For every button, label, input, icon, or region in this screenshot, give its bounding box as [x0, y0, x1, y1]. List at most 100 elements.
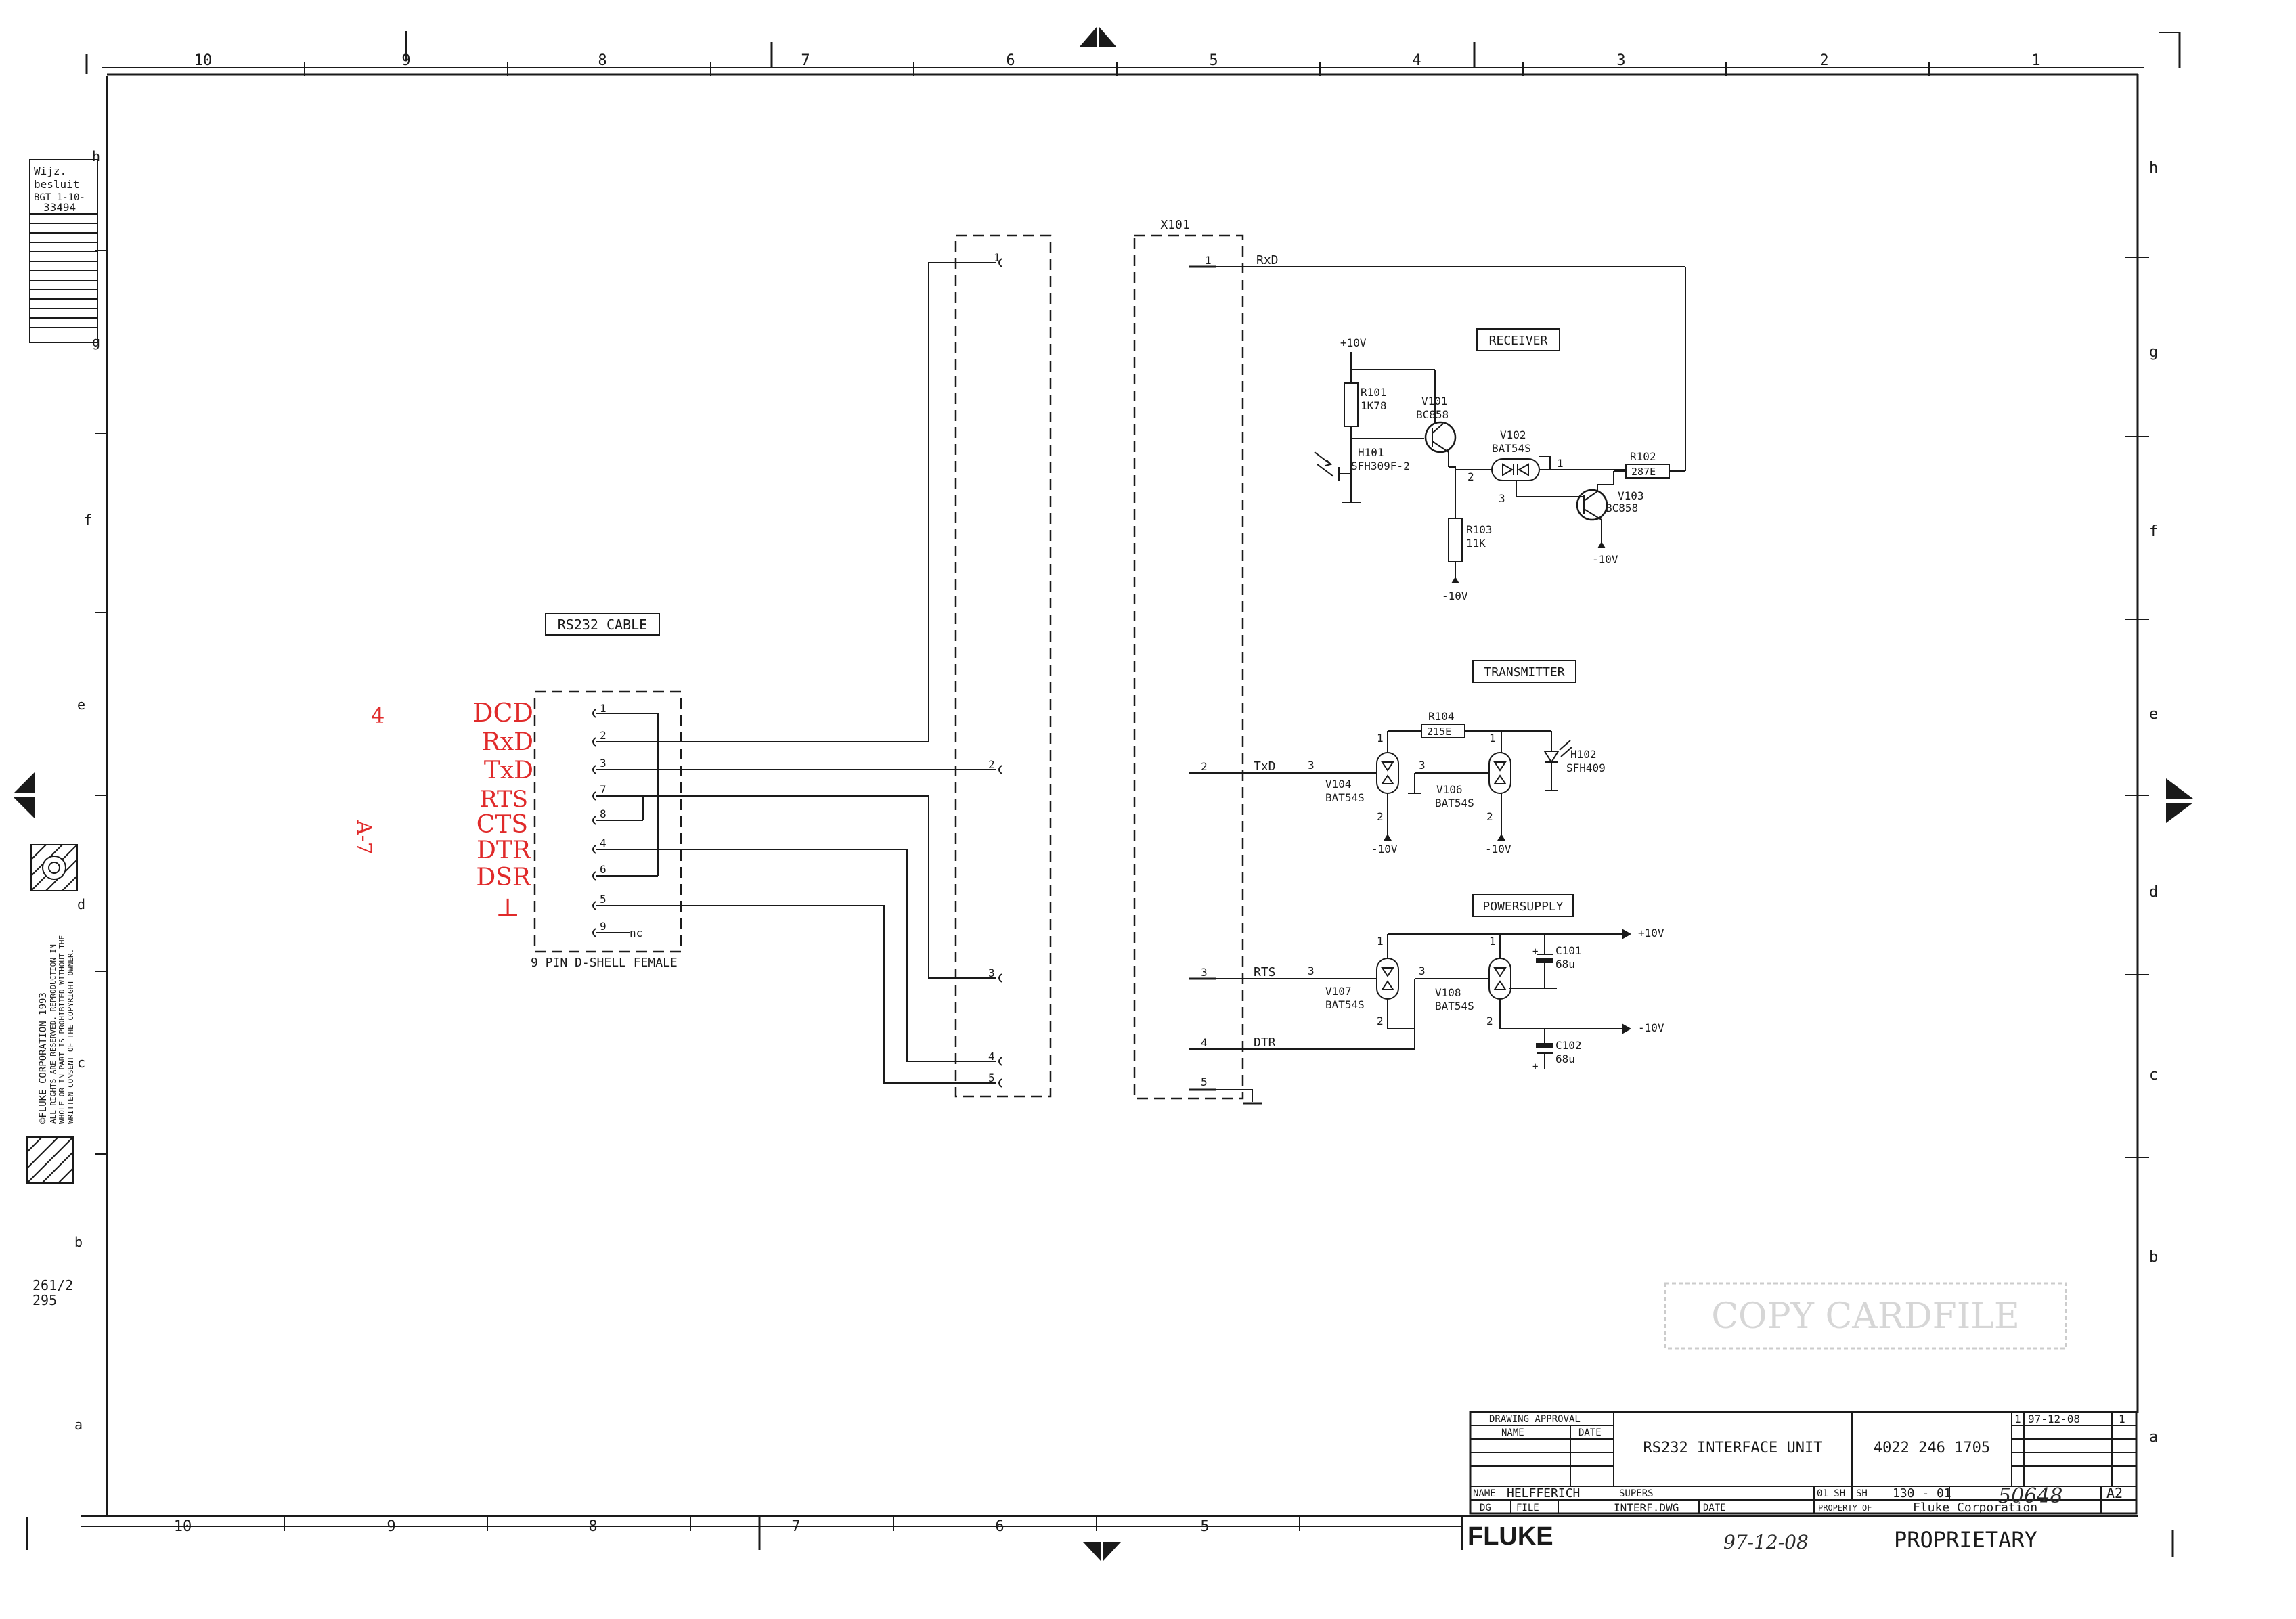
row-label-right: h	[2149, 160, 2158, 177]
part-value: SFH309F-2	[1351, 460, 1410, 472]
title-block-label: PROPERTY OF	[1818, 1503, 1872, 1513]
pin-number: 4	[600, 837, 606, 849]
row-label-right: d	[2149, 884, 2158, 901]
part-ref: H102	[1570, 748, 1597, 761]
revision-text: BGT 1-10-	[34, 192, 85, 203]
col-label-bottom: 9	[387, 1518, 395, 1535]
part-value: BAT54S	[1435, 1000, 1474, 1013]
sheet-size: A2	[2106, 1485, 2123, 1501]
copyright-text: WHOLE OR IN PART IS PROHIBITED WITHOUT T…	[58, 935, 66, 1124]
pin-number: 4	[1201, 1036, 1208, 1049]
rs232-cable: RS232 CABLE 9 PIN D-SHELL FEMALE 1 2 3 7…	[531, 234, 1052, 1098]
revision-index: 1	[2119, 1413, 2125, 1425]
pin-number: 1	[1377, 732, 1384, 745]
revision-date: 97-12-08	[2028, 1413, 2080, 1425]
company-logo: FLUKE	[1467, 1522, 1553, 1551]
pin-number: 5	[600, 893, 606, 906]
row-label-right: b	[2149, 1249, 2158, 1266]
supply-label: +10V	[1340, 336, 1367, 349]
revision-number: 1	[2014, 1413, 2021, 1425]
row-label-left: d	[77, 896, 85, 912]
title-block-label: NAME	[1501, 1427, 1524, 1438]
pin-number: 1	[1377, 935, 1384, 948]
copyright-text: ALL RIGHTS ARE RESERVED. REPRODUCTION IN	[49, 944, 58, 1124]
drawing-title: RS232 INTERFACE UNIT	[1643, 1440, 1823, 1457]
pin-number: 3	[1201, 966, 1208, 979]
signal-name: ⊥	[495, 893, 520, 923]
pin-number: 3	[1308, 964, 1315, 977]
pin-number: 3	[988, 967, 995, 979]
pin-number: 4	[988, 1050, 995, 1063]
drawing-number: 4022 246 1705	[1874, 1440, 1990, 1457]
pin-number: 2	[1377, 810, 1384, 823]
pin-number: 3	[600, 757, 606, 770]
col-label-bottom: 7	[791, 1518, 800, 1535]
revision-text: besluit	[34, 178, 79, 191]
part-value: 1K78	[1361, 399, 1387, 412]
handwritten-mark: 4	[371, 703, 384, 728]
part-value: 215E	[1427, 726, 1451, 738]
copyright-block: ©FLUKE CORPORATION 1993 ALL RIGHTS ARE R…	[26, 844, 78, 1184]
revision-text: 33494	[43, 201, 76, 214]
pin-number: 2	[988, 758, 995, 771]
pin-number: 2	[600, 729, 606, 742]
side-code: 261/2	[32, 1277, 73, 1293]
part-value: 68u	[1555, 958, 1575, 971]
part-ref: V107	[1325, 985, 1352, 998]
col-label-bottom: 5	[1200, 1518, 1209, 1535]
signal-name: DTR	[477, 837, 531, 864]
title-block-label: SH	[1856, 1488, 1868, 1499]
part-value: BAT54S	[1435, 797, 1474, 810]
part-ref: V102	[1500, 428, 1526, 441]
row-label-right: f	[2149, 523, 2158, 540]
part-ref: R101	[1361, 386, 1387, 399]
pin-number: 5	[1201, 1075, 1208, 1088]
powersupply-circuit: POWERSUPPLY 3 +10V 1 2 V107 BAT54S	[1216, 894, 1664, 1072]
part-ref: V108	[1435, 986, 1461, 999]
row-label-left: f	[84, 512, 92, 528]
pin-number: 1	[1205, 254, 1212, 267]
part-ref: V103	[1618, 489, 1644, 502]
order-number: 50648	[1998, 1484, 2062, 1508]
copyright-text: WRITTEN CONSENT OF THE COPYRIGHT OWNER.	[66, 949, 75, 1124]
row-label-left: c	[77, 1055, 85, 1071]
title-block-label: FILE	[1516, 1503, 1539, 1513]
col-label-top: 5	[1209, 52, 1218, 69]
pin-number: 1	[994, 251, 1000, 264]
part-value: 68u	[1555, 1052, 1575, 1065]
part-value: BC858	[1416, 408, 1449, 421]
row-label-right: a	[2149, 1429, 2158, 1446]
part-ref: V101	[1421, 395, 1448, 407]
centering-marks	[14, 27, 2193, 1561]
part-ref: C101	[1555, 944, 1582, 957]
cable-title: RS232 CABLE	[558, 617, 647, 633]
title-block-label: NAME	[1473, 1488, 1496, 1499]
title-block-label: DATE	[1703, 1503, 1726, 1513]
col-label-top: 6	[1006, 52, 1015, 69]
signal-name: DSR	[476, 864, 531, 891]
pin-number: 1	[600, 702, 606, 715]
part-value: BC858	[1606, 502, 1638, 514]
row-label-right: c	[2149, 1067, 2158, 1084]
net-label: RxD	[1256, 253, 1279, 267]
title-block-label: SUPERS	[1619, 1488, 1654, 1499]
receiver-circuit: RECEIVER +10V R101 1K78 H101 SFH309F-2	[1314, 328, 1685, 602]
pin-number: 9	[600, 920, 606, 933]
pin-number: 3	[1419, 759, 1426, 772]
x101-connector: X101 1 2 3 4 5 RxD TxD RTS DTR	[1133, 218, 1686, 1105]
row-label-left: e	[77, 696, 85, 713]
part-ref: V104	[1325, 778, 1352, 791]
pin-number: 6	[600, 863, 606, 876]
part-value: BAT54S	[1325, 998, 1365, 1011]
pin-number: 2	[1377, 1015, 1384, 1027]
col-label-top: 7	[801, 52, 810, 69]
part-ref: R103	[1466, 523, 1493, 536]
part-value: SFH409	[1566, 761, 1606, 774]
part-ref: C102	[1555, 1039, 1582, 1052]
polarity-mark: +	[1532, 946, 1538, 957]
pin-number: 3	[1499, 492, 1505, 505]
col-label-bottom: 10	[174, 1518, 192, 1535]
title-block-label: DRAWING APPROVAL	[1489, 1414, 1581, 1425]
col-label-bottom: 8	[588, 1518, 597, 1535]
supply-label: -10V	[1485, 843, 1511, 856]
